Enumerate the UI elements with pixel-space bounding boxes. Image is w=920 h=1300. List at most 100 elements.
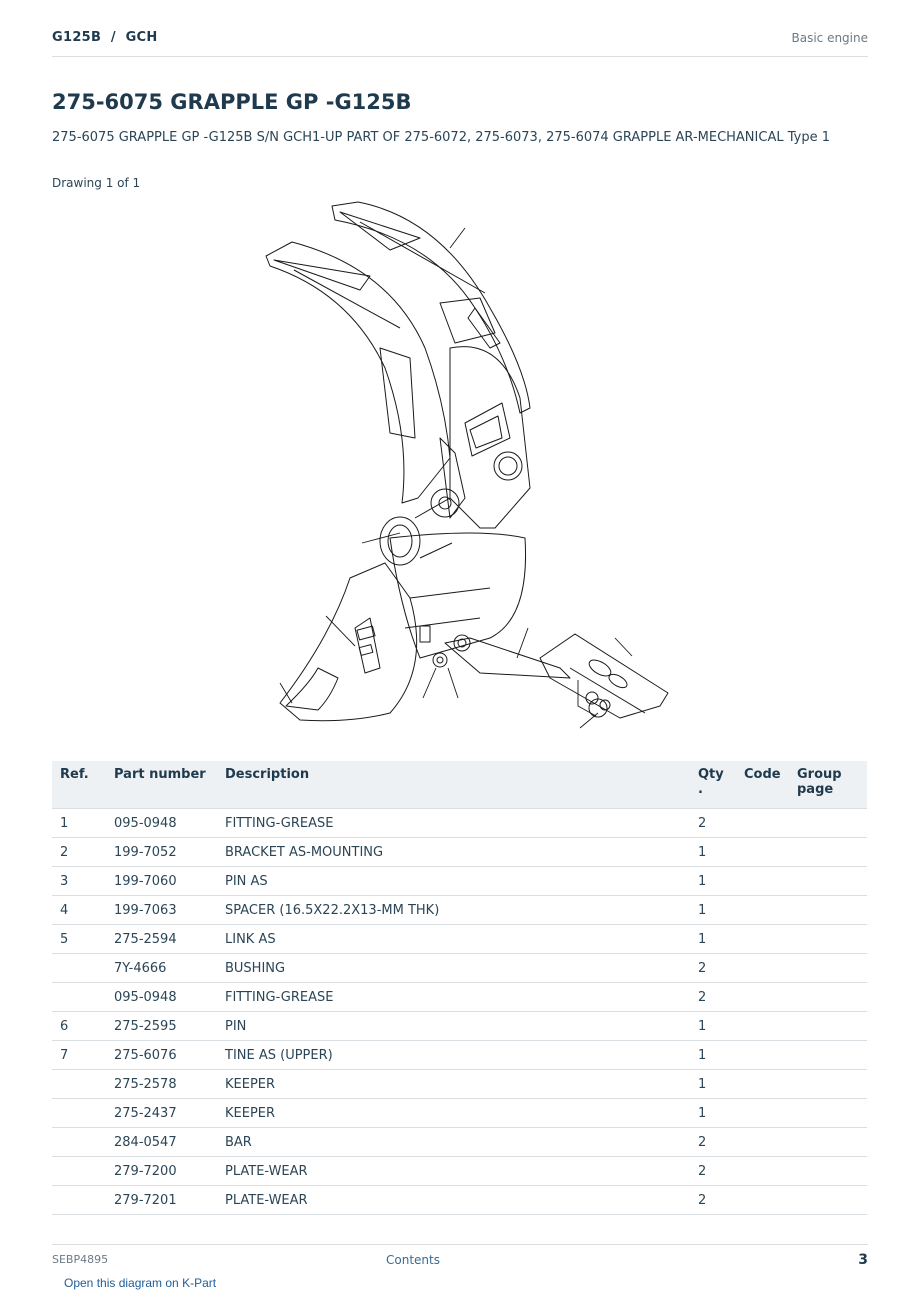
col-part-number: Part number [106,761,217,809]
cell-description: TINE AS (UPPER) [217,1040,690,1070]
cell-description: PIN AS [217,866,690,896]
cell-ref [52,982,106,1012]
page-footer: SEBP4895 Contents 3 [52,1244,868,1275]
cell-code [736,1011,789,1041]
cell-group-page [789,1098,867,1128]
col-description: Description [217,761,690,809]
cell-part-number: 095-0948 [106,982,217,1012]
cell-group-page [789,1011,867,1041]
lower-tine [279,562,418,722]
cell-part-number: 279-7201 [106,1185,217,1215]
cell-part-number: 7Y-4666 [106,953,217,983]
cell-qty: 2 [690,1127,736,1157]
cell-qty: 2 [690,808,736,838]
cell-part-number: 275-6076 [106,1040,217,1070]
cell-part-number: 275-2437 [106,1098,217,1128]
cell-group-page [789,895,867,925]
upper-tine-front [265,241,451,504]
cell-code [736,953,789,983]
page-title: 275-6075 GRAPPLE GP -G125B [52,90,412,114]
contents-link[interactable]: Contents [386,1253,440,1267]
cell-ref: 2 [52,837,106,867]
drawing-label: Drawing 1 of 1 [52,176,141,190]
cell-qty: 2 [690,982,736,1012]
cell-group-page [789,982,867,1012]
upper-tine-body [449,346,531,529]
cell-description: FITTING-GREASE [217,982,690,1012]
cell-code [736,924,789,954]
cell-qty: 1 [690,895,736,925]
cell-ref [52,953,106,983]
cell-part-number: 275-2594 [106,924,217,954]
cell-group-page [789,1185,867,1215]
cell-group-page [789,953,867,983]
cell-code [736,837,789,867]
col-group-page: Group page [789,761,867,809]
bracket-mounting [539,633,669,719]
cell-qty: 1 [690,924,736,954]
kpart-diagram-link[interactable]: Open this diagram on K-Part [64,1276,217,1290]
cell-qty: 1 [690,1098,736,1128]
cell-part-number: 095-0948 [106,808,217,838]
cell-group-page [789,837,867,867]
cell-ref: 4 [52,895,106,925]
cell-qty: 1 [690,866,736,896]
grapple-diagram [265,201,669,729]
parts-table: Ref. Part number Description Qty . Code … [52,761,867,1215]
link-arm [444,637,571,679]
cell-qty: 1 [690,837,736,867]
table-header-row: Ref. Part number Description Qty . Code … [52,761,867,809]
cell-code [736,1156,789,1186]
cell-part-number: 275-2578 [106,1069,217,1099]
cell-description: KEEPER [217,1069,690,1099]
cell-group-page [789,866,867,896]
cell-ref [52,1069,106,1099]
cell-code [736,808,789,838]
cell-description: BUSHING [217,953,690,983]
cell-description: KEEPER [217,1098,690,1128]
cell-qty: 2 [690,1156,736,1186]
doc-id: SEBP4895 [52,1253,109,1266]
col-qty: Qty . [690,761,736,809]
cell-ref [52,1098,106,1128]
cell-code [736,1098,789,1128]
cell-description: PLATE-WEAR [217,1185,690,1215]
cell-description: FITTING-GREASE [217,808,690,838]
cell-description: PIN [217,1011,690,1041]
model-label: G125B / GCH [52,30,158,45]
col-ref: Ref. [52,761,106,809]
cell-part-number: 275-2595 [106,1011,217,1041]
cell-ref [52,1156,106,1186]
cell-description: BRACKET AS-MOUNTING [217,837,690,867]
cell-group-page [789,808,867,838]
cell-qty: 2 [690,1185,736,1215]
page-subtitle: 275-6075 GRAPPLE GP -G125B S/N GCH1-UP P… [52,130,830,145]
page-number: 3 [858,1252,868,1268]
cell-ref: 3 [52,866,106,896]
lower-housing [389,532,527,659]
cell-description: BAR [217,1127,690,1157]
cell-group-page [789,924,867,954]
page-header: G125B / GCH Basic engine [52,28,868,57]
cell-qty: 2 [690,953,736,983]
cell-ref [52,1127,106,1157]
section-label: Basic engine [791,31,868,45]
cell-description: PLATE-WEAR [217,1156,690,1186]
cell-description: LINK AS [217,924,690,954]
cell-group-page [789,1156,867,1186]
cell-ref: 6 [52,1011,106,1041]
cell-code [736,866,789,896]
cell-part-number: 199-7060 [106,866,217,896]
cell-qty: 1 [690,1011,736,1041]
cell-ref [52,1185,106,1215]
